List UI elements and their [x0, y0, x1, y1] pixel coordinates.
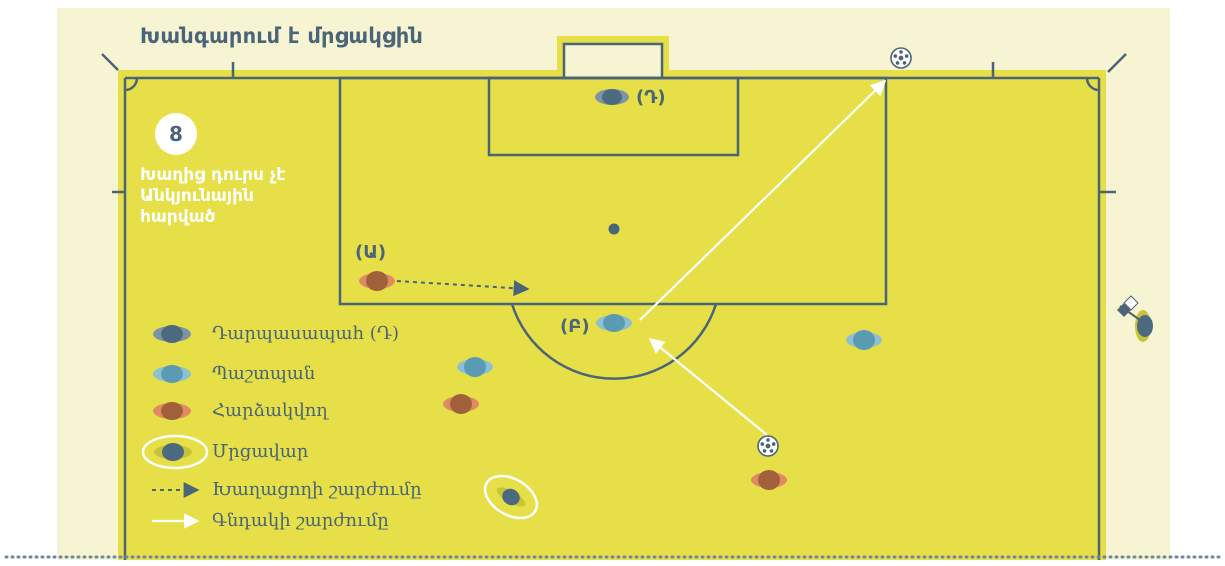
rule-name: Խաղից դուրս չէ Անկյունային հարված — [140, 165, 340, 228]
player-label-a: (Ա) — [355, 243, 386, 263]
legend-label-goalkeeper: Դարպասապահ (Դ) — [212, 323, 399, 345]
player-goalkeeper-d — [595, 89, 629, 105]
rule-name-line: հարված — [140, 207, 340, 228]
rule-name-line: Անկյունային — [140, 186, 340, 207]
rule-name-line: Խաղից դուրս չէ — [140, 165, 340, 186]
ball-icon — [758, 436, 778, 456]
legend-label-ball-movement: Գնդակի շարժումը — [212, 510, 389, 532]
scenario-number-badge: 8 — [155, 113, 197, 155]
penalty-spot — [609, 224, 620, 235]
player-label-d: (Դ) — [636, 88, 666, 108]
legend-label-referee: Մրցավար — [212, 441, 308, 463]
goal-net — [564, 44, 662, 78]
legend-label-attacker: Հարձակվող — [212, 400, 328, 422]
diagram-title: Խանգարում է մրցակցին — [140, 24, 423, 48]
player-label-b: (Բ) — [560, 317, 590, 337]
legend-label-player-movement: Խաղացողի շարժումը — [212, 479, 422, 501]
legend-label-defender: Պաշտպան — [212, 363, 315, 385]
ball-icon — [891, 48, 911, 68]
